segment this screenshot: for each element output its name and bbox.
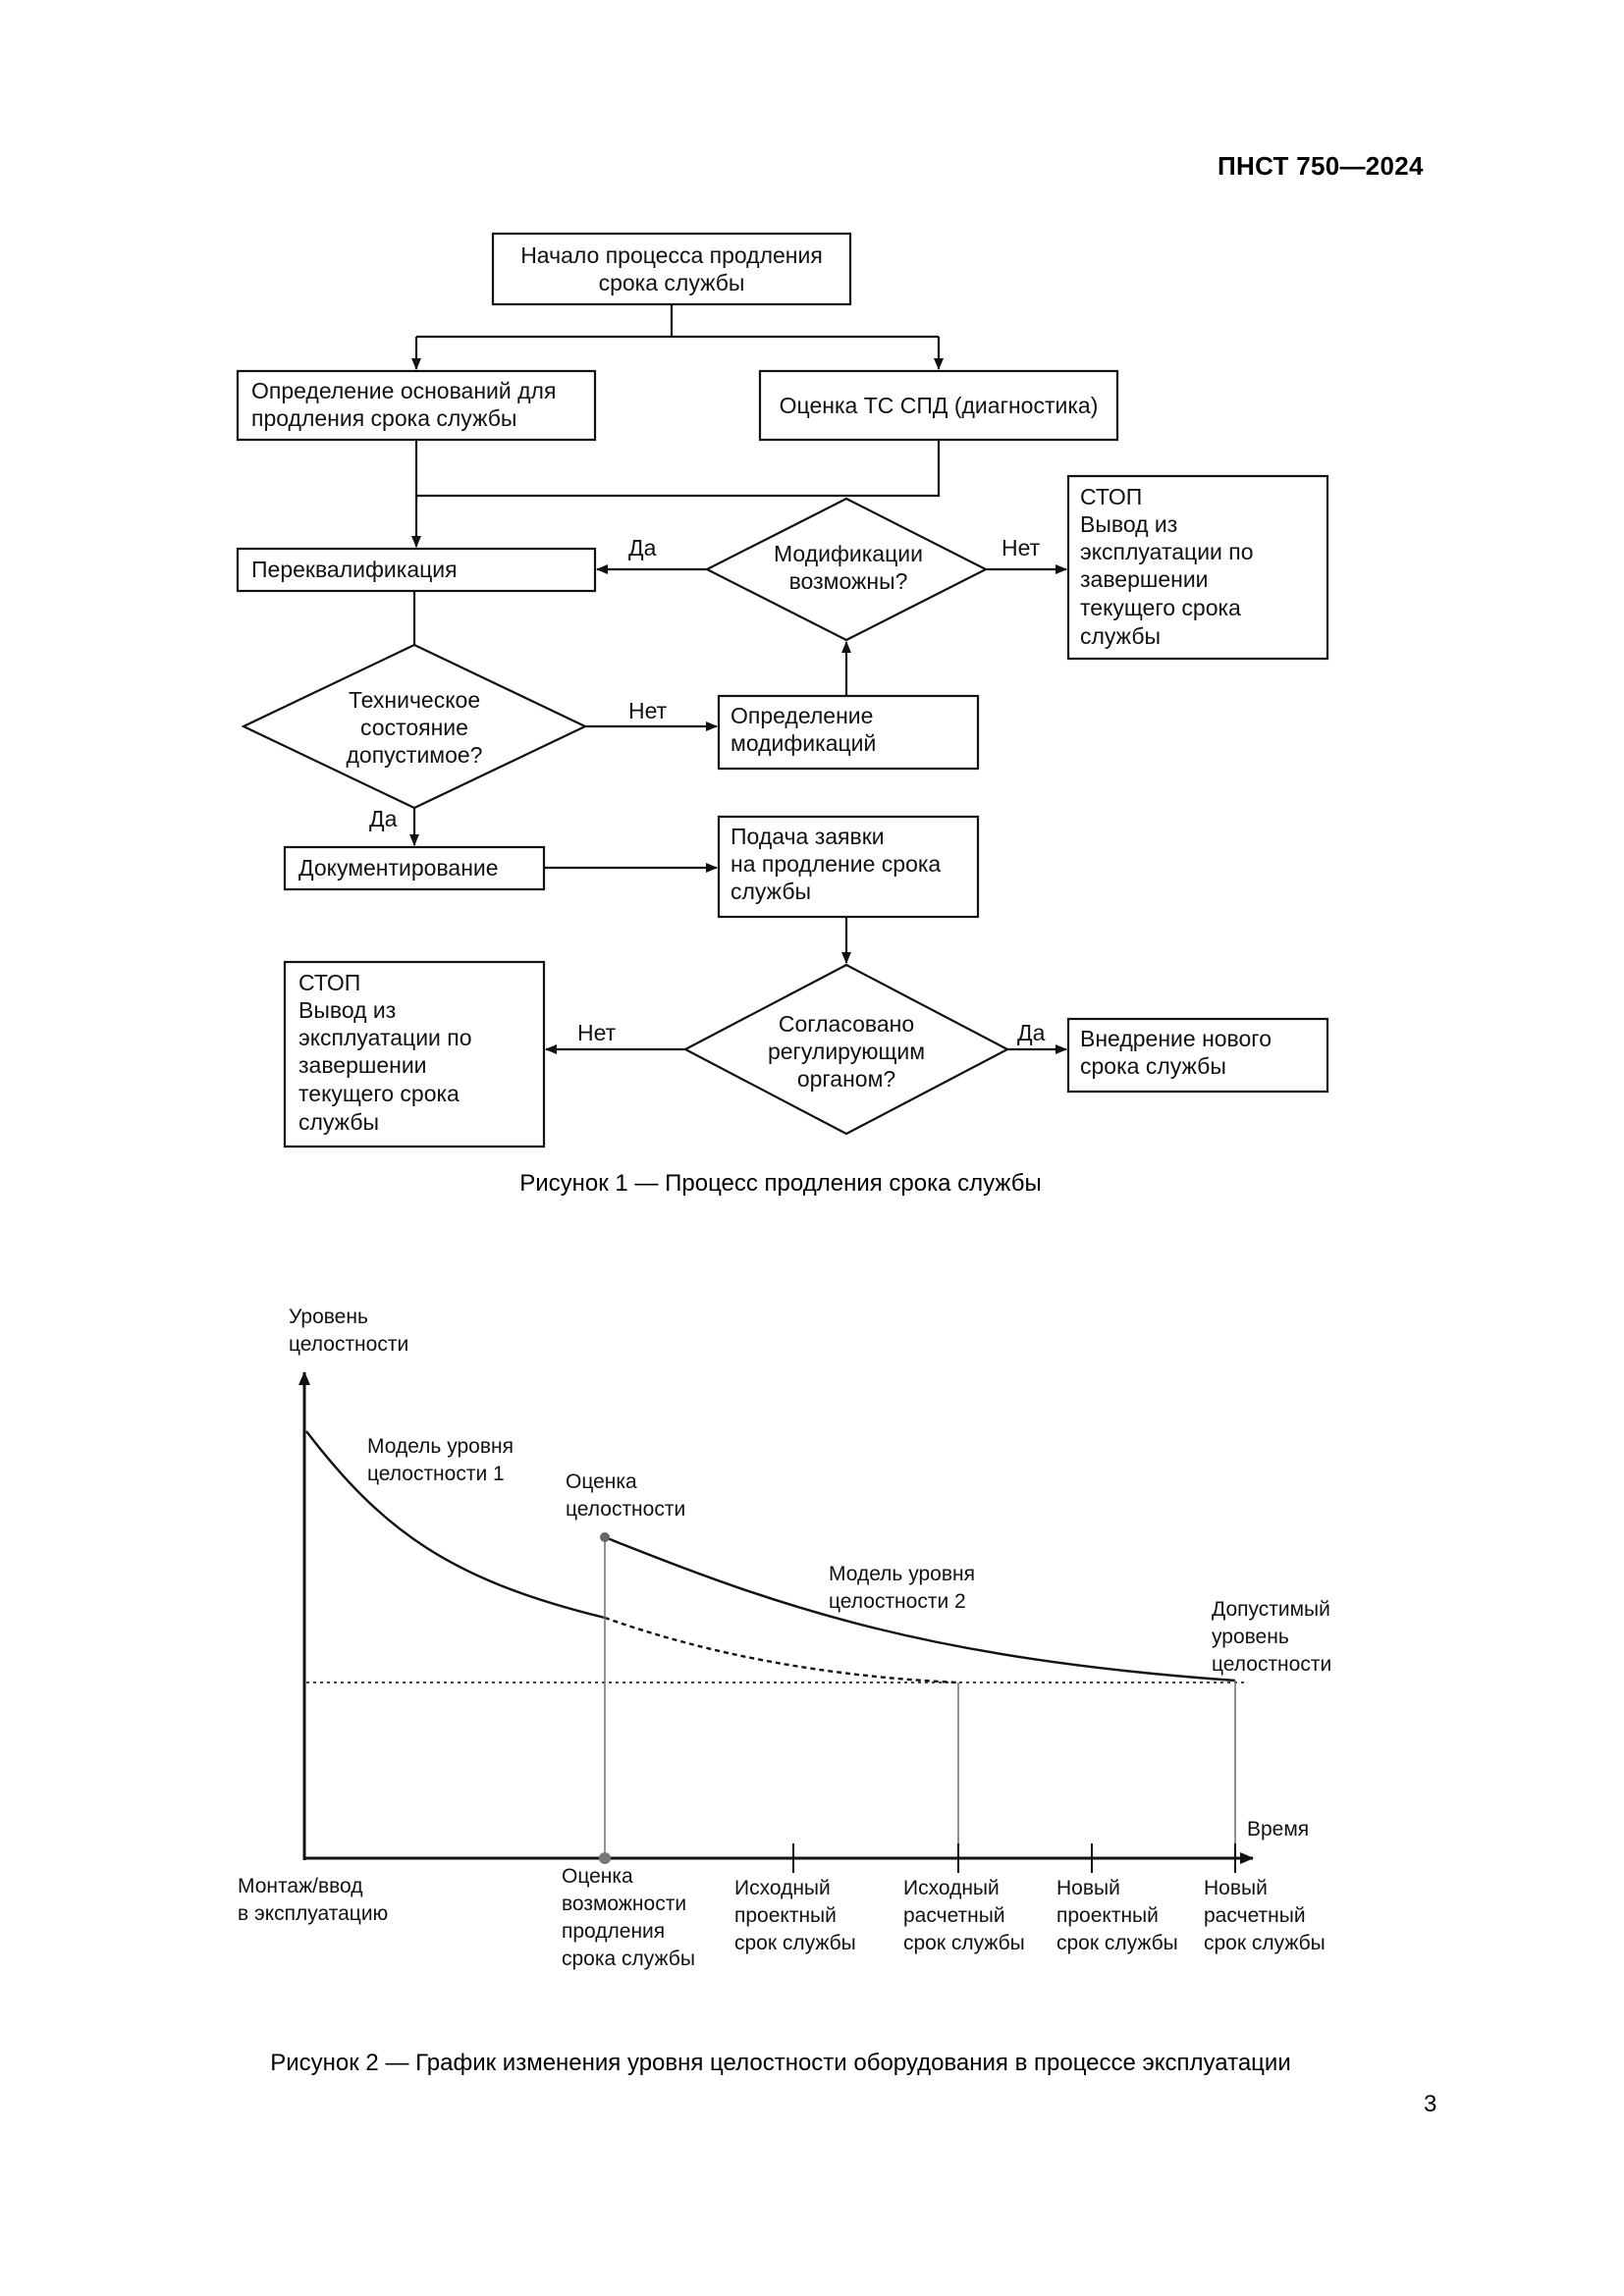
assessment-label: Оценка ТС СПД (диагностика) bbox=[780, 393, 1099, 418]
no-label: Нет bbox=[1001, 535, 1041, 561]
no-label: Нет bbox=[577, 1020, 617, 1045]
define-mods-box bbox=[717, 694, 980, 771]
stop-top-line: Вывод из bbox=[1080, 511, 1177, 537]
acceptable-label-3: целостности bbox=[1212, 1653, 1331, 1676]
figure-1-caption: Рисунок 1 — Процесс продления срока служ… bbox=[519, 1170, 1042, 1197]
yes-label: Да bbox=[628, 535, 657, 561]
tick-label-orig-calc-2: расчетный bbox=[903, 1904, 1005, 1927]
tick-label-new-calc-2: расчетный bbox=[1204, 1904, 1306, 1927]
agreed-label: Согласовано bbox=[779, 1011, 914, 1037]
start-label: Начало процесса продления bbox=[520, 242, 823, 268]
tick-label-assess-4: срока службы bbox=[562, 1948, 695, 1970]
tick-label-orig-design-2: проектный bbox=[734, 1904, 837, 1927]
connector bbox=[416, 440, 941, 498]
tick-label-new-calc: Новый bbox=[1204, 1877, 1268, 1899]
tech-state-label-3: допустимое? bbox=[347, 742, 483, 768]
stop-bottom-line: текущего срока bbox=[298, 1081, 460, 1106]
agreed-diamond bbox=[682, 963, 1010, 1136]
tick-label-orig-calc-3: срок службы bbox=[903, 1932, 1025, 1954]
model-2-curve bbox=[604, 1535, 1236, 1682]
assessment-point bbox=[600, 1532, 610, 1542]
define-mods-label-2: модификаций bbox=[731, 730, 876, 756]
model-1-projection bbox=[604, 1616, 959, 1684]
figure-2-caption: Рисунок 2 — График изменения уровня цело… bbox=[270, 2050, 1291, 2076]
x-axis-label: Время bbox=[1247, 1818, 1309, 1841]
documenting-label: Документирование bbox=[298, 855, 499, 881]
y-axis-label: Уровень bbox=[289, 1306, 368, 1328]
tick-label-install-2: в эксплуатацию bbox=[238, 1902, 388, 1925]
stop-bottom-line: службы bbox=[298, 1109, 379, 1135]
application-label-3: службы bbox=[731, 879, 811, 904]
tick-label-assess: Оценка bbox=[562, 1865, 633, 1888]
mods-possible-label: Модификации bbox=[774, 541, 923, 566]
application-box bbox=[717, 815, 980, 919]
assessment-label: Оценка bbox=[566, 1470, 637, 1493]
stop-bottom-title: СТОП bbox=[298, 970, 360, 995]
model-1-curve bbox=[305, 1430, 606, 1620]
tick-label-install: Монтаж/ввод bbox=[238, 1875, 363, 1897]
model-2-label-2: целостности 2 bbox=[829, 1590, 966, 1613]
define-mods-label: Определение bbox=[731, 703, 873, 728]
acceptable-label: Допустимый bbox=[1212, 1598, 1330, 1621]
stop-top-box bbox=[1066, 474, 1329, 661]
model-2-label: Модель уровня bbox=[829, 1563, 975, 1585]
page-number: 3 bbox=[1424, 2091, 1437, 2117]
tick-label-new-design-2: проектный bbox=[1056, 1904, 1159, 1927]
new-life-label: Внедрение нового bbox=[1080, 1026, 1272, 1051]
tick-label-assess-2: возможности bbox=[562, 1893, 686, 1915]
stop-bottom-line: эксплуатации по bbox=[298, 1025, 472, 1050]
application-label: Подача заявки bbox=[731, 824, 885, 849]
tick-label-orig-calc: Исходный bbox=[903, 1877, 1000, 1899]
start-label-2: срока службы bbox=[599, 270, 745, 295]
mods-possible-label-2: возможны? bbox=[789, 568, 908, 594]
requalification-box bbox=[236, 547, 597, 593]
assessment-label-2: целостности bbox=[566, 1498, 685, 1521]
acceptable-label-2: уровень bbox=[1212, 1626, 1289, 1648]
stop-bottom-box bbox=[283, 960, 546, 1148]
tick-label-new-design-3: срок службы bbox=[1056, 1932, 1178, 1954]
application-label-2: на продление срока bbox=[731, 851, 941, 877]
start-line: Начало процесса продления bbox=[520, 242, 823, 268]
agreed-label-2: регулирующим bbox=[768, 1039, 925, 1064]
tick-label-assess-3: продления bbox=[562, 1920, 665, 1943]
y-axis-label-2: целостности bbox=[289, 1333, 408, 1356]
stop-bottom-line: Вывод из bbox=[298, 997, 396, 1023]
stop-bottom-line: завершении bbox=[298, 1052, 427, 1078]
stop-top-line: службы bbox=[1080, 623, 1161, 649]
stop-top-line: эксплуатации по bbox=[1080, 539, 1254, 564]
grounds-label: Определение оснований для bbox=[251, 378, 556, 403]
model-1-label-2: целостности 1 bbox=[367, 1463, 505, 1485]
tick-label-orig-design-3: срок службы bbox=[734, 1932, 856, 1954]
mods-possible-diamond bbox=[704, 497, 989, 642]
stop-top-line: текущего срока bbox=[1080, 595, 1241, 620]
model-1-label: Модель уровня bbox=[367, 1435, 514, 1458]
new-life-box bbox=[1066, 1017, 1329, 1094]
flowchart-figure-1: Начало процесса продления срока службы О… bbox=[236, 232, 1329, 1148]
assessment-axis-point bbox=[599, 1852, 611, 1864]
stop-top-title: СТОП bbox=[1080, 484, 1142, 509]
grounds-label-2: продления срока службы bbox=[251, 405, 516, 431]
new-life-label-2: срока службы bbox=[1080, 1053, 1226, 1079]
document-code: ПНСТ 750—2024 bbox=[1218, 151, 1424, 181]
agreed-label-3: органом? bbox=[797, 1066, 895, 1092]
yes-label: Да bbox=[1017, 1020, 1046, 1045]
no-label: Нет bbox=[628, 698, 668, 723]
yes-label: Да bbox=[369, 806, 398, 831]
tick-label-new-calc-3: срок службы bbox=[1204, 1932, 1326, 1954]
tech-state-label: Техническое bbox=[349, 687, 480, 713]
tick-label-orig-design: Исходный bbox=[734, 1877, 831, 1899]
tech-state-label-2: состояние bbox=[360, 715, 468, 740]
tick-label-new-design: Новый bbox=[1056, 1877, 1120, 1899]
requalification-label: Переквалификация bbox=[251, 557, 458, 582]
stop-top-line: завершении bbox=[1080, 566, 1209, 592]
start-line: срока службы bbox=[599, 270, 745, 295]
